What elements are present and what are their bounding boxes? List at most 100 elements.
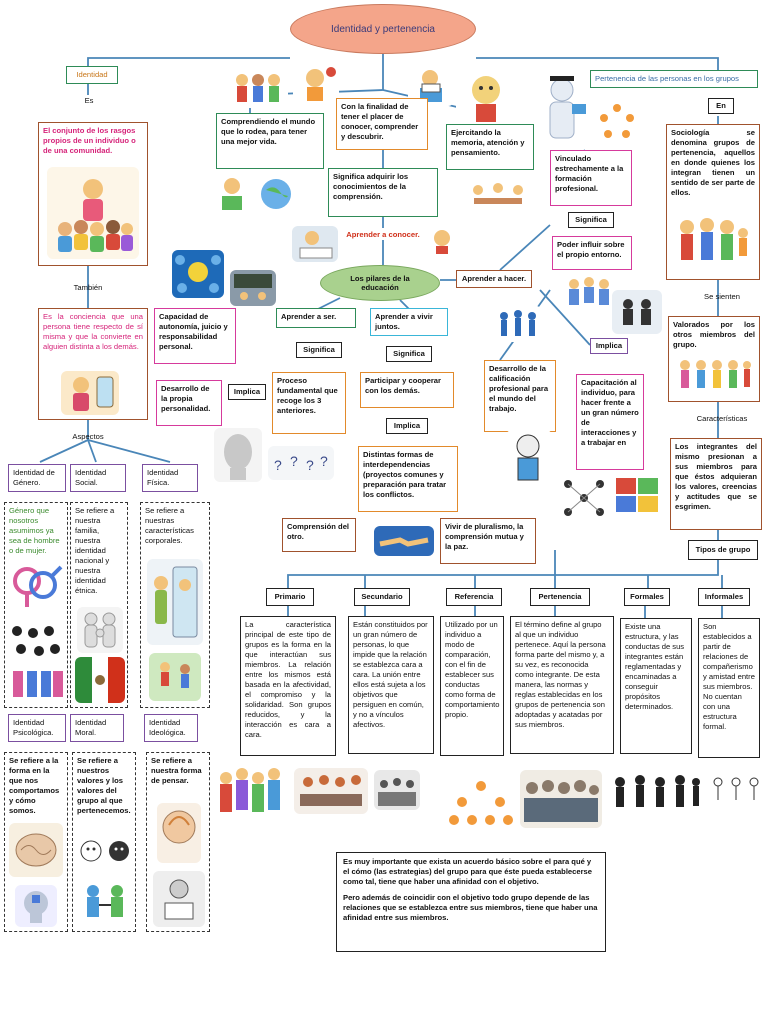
reading-child-image <box>153 871 205 927</box>
pertenencia-label: Pertenencia de las personas en los grupo… <box>590 70 758 88</box>
participar-box: Participar y cooperar con los demás. <box>360 372 454 408</box>
identidad-definition-text: El conjunto de los rasgos propios de un … <box>43 126 136 156</box>
good-bad-faces-image <box>77 835 133 871</box>
kids-table-image <box>460 178 536 214</box>
secundario-box: Están constituidos por un gran número de… <box>348 616 434 754</box>
bottom-note-p2: Pero además de coincidir con el objetivo… <box>343 893 598 923</box>
identidad-fisica-title: Identidad Física. <box>142 464 198 492</box>
mexico-flag-image <box>75 657 125 703</box>
globe-image <box>256 174 296 214</box>
sociologia-box: Sociología se denomina grupos de pertene… <box>666 124 760 280</box>
identidad-genero-box: Género que nosotros asumimos ya sea de h… <box>4 502 68 708</box>
identidad-social-text: Se refiere a nuestra familia, nuestra id… <box>75 506 115 596</box>
question-heads-image: ???? <box>268 446 334 480</box>
running-kids-image <box>149 653 201 701</box>
tambien-label: También <box>73 283 103 292</box>
desarrollo-calificacion-box: Desarrollo de la calificación profesiona… <box>484 360 556 432</box>
implica-3: Implica <box>590 338 628 354</box>
puzzle-hands-image <box>610 470 666 518</box>
identidad-ideologica-text: Se refiere a nuestra forma de pensar. <box>151 756 202 786</box>
classroom-image <box>230 270 276 306</box>
office-people-image <box>612 290 662 334</box>
finalidad-box: Con la finalidad de tener el placer de c… <box>336 98 428 150</box>
significa-adquirir-box: Significa adquirir los conocimientos de … <box>328 168 438 217</box>
conciencia-box: Es la conciencia que una persona tiene r… <box>38 308 148 420</box>
formales-title: Formales <box>624 588 670 606</box>
aprender-ser: Aprender a ser. <box>276 308 356 328</box>
kids-holding-hands-image <box>675 355 753 397</box>
primario-title: Primario <box>266 588 314 606</box>
cartoon-worker-image <box>506 430 552 490</box>
family-figures-image <box>77 607 123 653</box>
aprender-vivir: Aprender a vivir juntos. <box>370 308 448 336</box>
aspectos-label: Aspectos <box>72 432 104 441</box>
head-puzzle-image <box>15 885 57 927</box>
se-sienten-label: Se sienten <box>704 292 740 301</box>
boy-writing-image <box>292 226 338 262</box>
identidad-moral-title: Identidad Moral. <box>70 714 124 742</box>
pertenencia-title: Pertenencia <box>530 588 590 606</box>
caracteristicas-label: Características <box>696 414 748 423</box>
es-label: Es <box>84 96 94 105</box>
secundario-title: Secundario <box>354 588 410 606</box>
bottom-note-p1: Es muy importante que exista un acuerdo … <box>343 857 592 887</box>
identidad-psicologica-text: Se refiere a la forma en la que nos comp… <box>9 756 60 816</box>
child-studying-image <box>212 172 252 214</box>
en-label: En <box>708 98 734 114</box>
desarrollo-personalidad-box: Desarrollo de la propia personalidad. <box>156 380 222 426</box>
orange-figures-image <box>444 776 518 840</box>
identidad-social-box: Se refiere a nuestra familia, nuestra id… <box>70 502 128 708</box>
identidad-moral-box: Se refiere a nuestros valores y los valo… <box>72 752 136 932</box>
mirror-reflection-image <box>147 559 203 645</box>
identidad-definition: El conjunto de los rasgos propios de un … <box>38 122 148 266</box>
protest-image <box>374 770 420 810</box>
poder-influir-box: Poder influir sobre el propio entorno. <box>552 236 632 270</box>
thinking-head-image <box>157 803 201 863</box>
distintas-box: Distintas formas de interdependencias (p… <box>358 446 458 512</box>
stick-figures-image <box>708 774 764 810</box>
diagram-title: Identidad y pertenencia <box>290 4 476 54</box>
capacidad-box: Capacidad de autonomía, juicio y respons… <box>154 308 236 364</box>
boy-thinking-image <box>293 64 339 104</box>
cartoon-kid-image <box>456 70 518 126</box>
face-profile-image <box>214 428 262 482</box>
implica-1: Implica <box>228 384 266 400</box>
mirror-person-image <box>61 371 119 415</box>
workers-group-image <box>562 272 616 312</box>
valorados-box: Valorados por los otros miembros del gru… <box>668 316 760 402</box>
identidad-ideologica-title: Identidad Ideológica. <box>144 714 198 742</box>
cartoon-family-image <box>673 211 753 275</box>
svg-text:?: ? <box>274 457 282 473</box>
significa-2: Significa <box>386 346 432 362</box>
significa-1: Significa <box>296 342 342 358</box>
implica-2: Implica <box>386 418 428 434</box>
comprension-otro-box: Comprensión del otro. <box>282 518 356 552</box>
children-group-image <box>47 167 139 259</box>
referencia-title: Referencia <box>446 588 502 606</box>
informales-box: Son establecidos a partir de relaciones … <box>698 618 760 758</box>
identidad-psicologica-box: Se refiere a la forma en la que nos comp… <box>4 752 68 932</box>
svg-text:?: ? <box>306 457 314 473</box>
informales-title: Informales <box>698 588 750 606</box>
primario-box: La característica principal de este tipo… <box>240 616 336 756</box>
blue-figures-image <box>494 306 542 342</box>
vinculado-box: Vinculado estrechamente a la formación p… <box>550 150 632 206</box>
bottom-note-box: Es muy importante que exista un acuerdo … <box>336 852 606 952</box>
vivir-pluralismo-box: Vivir de pluralismo, la comprensión mutu… <box>440 518 536 564</box>
people-network-image <box>558 474 610 520</box>
kid-cartoon-small-image <box>428 226 456 254</box>
boy-reading-image <box>408 66 454 106</box>
identidad-fisica-text: Se refiere a nuestras características co… <box>145 506 194 546</box>
identidad-psicologica-title: Identidad Psicológica. <box>8 714 66 742</box>
hands-together-image <box>77 879 133 925</box>
proceso-box: Proceso fundamental que recoge los 3 ant… <box>272 372 346 434</box>
integrantes-box: Los integrantes del mismo presionan a su… <box>670 438 762 530</box>
identidad-fisica-box: Se refiere a nuestras características co… <box>140 502 210 708</box>
tipos-grupo-label: Tipos de grupo <box>688 540 758 560</box>
identidad-genero-title: Identidad de Género. <box>8 464 66 492</box>
formales-box: Existe una estructura, y las conductas d… <box>620 618 692 754</box>
large-group-image <box>520 770 602 828</box>
capacitacion-box: Capacitación al individuo, para hacer fr… <box>576 374 644 470</box>
silhouettes-image <box>608 770 704 816</box>
cartoon-crowd-image <box>214 760 290 826</box>
